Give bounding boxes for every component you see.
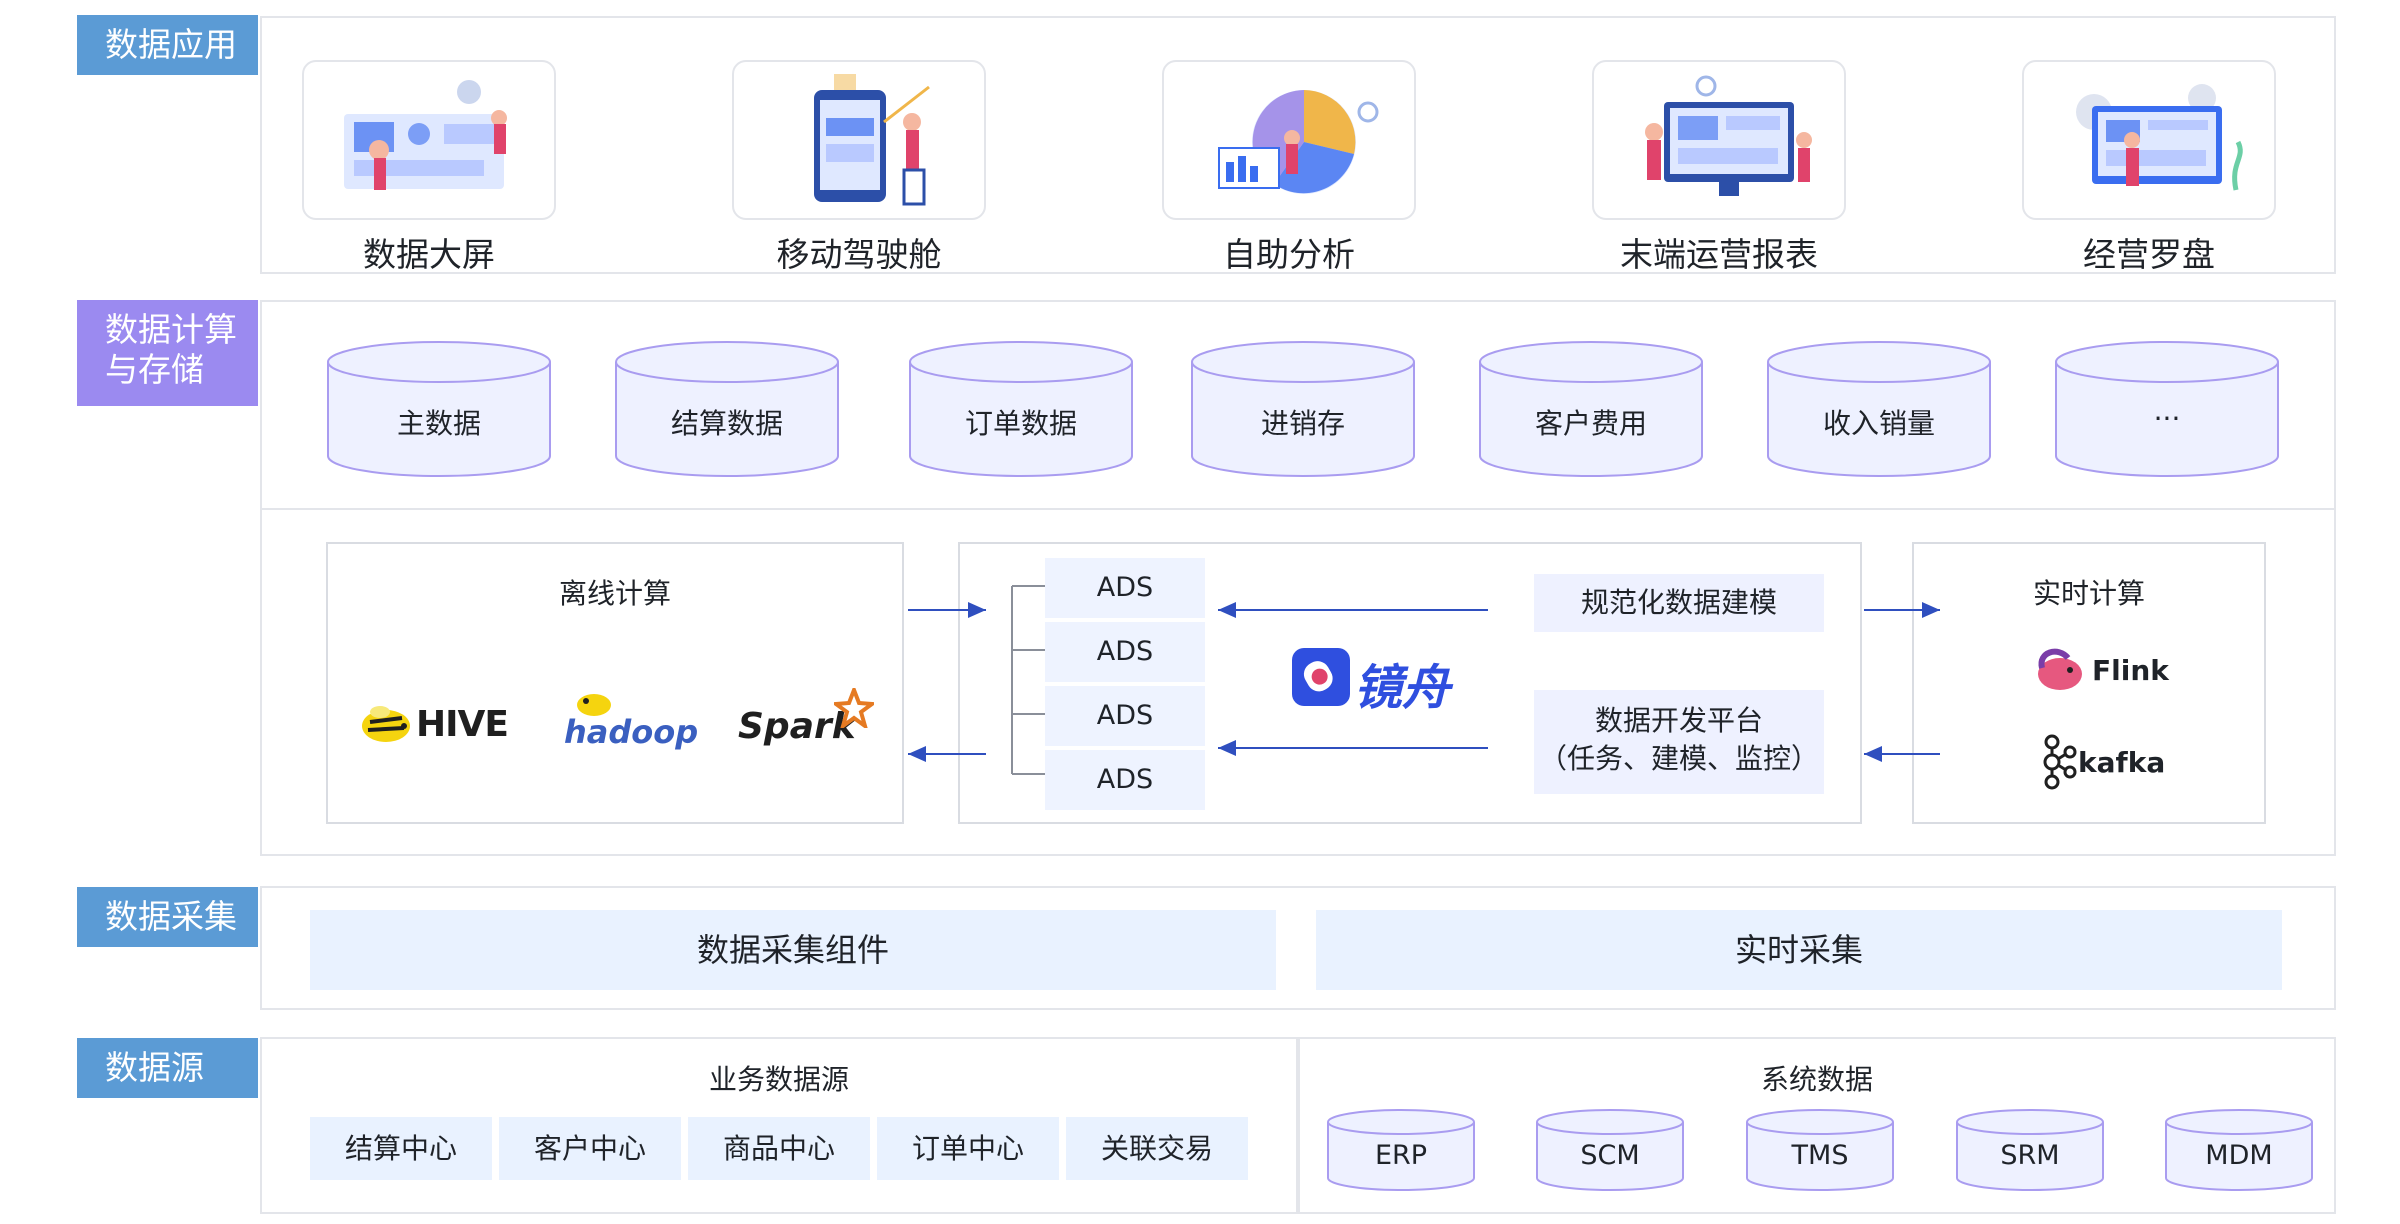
system-data-title: 系统数据 [1760,1063,1873,1096]
system-erp-label: ERP [1374,1139,1428,1171]
storage-more: ··· [2054,340,2280,478]
source-settlement-center: 结算中心 [310,1117,492,1180]
system-scm: SCM [1535,1108,1685,1192]
cylinder-shape [2055,341,2279,477]
business-source-title: 业务数据源 [708,1063,849,1096]
system-erp: ERP [1326,1108,1476,1192]
app-card-self-analysis[interactable] [1162,60,1416,220]
app-label-business-compass: 经营罗盘 [2083,235,2215,274]
layer-tag-source: 数据源 [77,1038,258,1098]
offline-compute-box: 离线计算 HIVE hadoop Spark [326,542,904,824]
flink-squirrel-icon [2038,648,2082,690]
operations-report-illustration-icon [1645,75,1812,196]
compute-divider [262,508,2334,510]
storage-revenue-sales-label: 收入销量 [1822,406,1935,440]
dev-platform-title: 数据开发平台 [1594,704,1763,737]
storage-inventory: 进销存 [1190,340,1416,478]
app-card-business-compass[interactable] [2022,60,2276,220]
collect-component-box: 数据采集组件 [310,910,1276,990]
jingzhou-logo: 镜舟 [1290,646,1450,716]
layer-tag-app: 数据应用 [77,15,258,75]
hadoop-logo-text: hadoop [564,713,699,751]
kafka-node-icon [2043,734,2077,790]
ads-box-2: ADS [1045,622,1205,682]
modeling-box: 规范化数据建模 [1534,574,1824,632]
flink-logo: Flink [2034,644,2194,700]
hadoop-logo: hadoop [564,689,698,759]
system-mdm: MDM [2164,1108,2314,1192]
kafka-logo-text: kafka [2078,746,2166,779]
app-card-dashboard[interactable] [302,60,556,220]
cylinder-shape [1536,1109,1684,1191]
storage-settlement-data: 结算数据 [614,340,840,478]
system-tms: TMS [1745,1108,1895,1192]
self-analysis-illustration-icon [1218,90,1379,194]
system-tms-label: TMS [1791,1139,1849,1171]
ads-box-1: ADS [1045,558,1205,618]
flink-logo-text: Flink [2092,654,2169,687]
mobile-cockpit-illustration-icon [814,74,930,206]
cylinder-shape [2165,1109,2313,1191]
hadoop-elephant-icon [577,694,611,716]
source-product-center: 商品中心 [688,1117,870,1180]
cylinder-shape [1746,1109,1894,1191]
spark-logo: Spark [738,688,878,758]
hive-logo: HIVE [358,696,509,756]
realtime-compute-title: 实时计算 [2032,577,2145,610]
hive-logo-text: HIVE [416,704,509,745]
spark-star-icon [834,688,874,728]
system-scm-label: SCM [1580,1139,1640,1171]
layer-tag-compute: 数据计算 与存储 [77,300,258,406]
storage-more-label: ··· [2153,401,2181,435]
system-srm-label: SRM [2000,1139,2060,1171]
storage-inventory-label: 进销存 [1260,406,1345,440]
app-label-mobile-cockpit: 移动驾驶舱 [776,235,942,274]
storage-customer-cost: 客户费用 [1478,340,1704,478]
storage-master-data: 主数据 [326,340,552,478]
cylinder-shape [615,341,839,477]
app-label-dashboard: 数据大屏 [363,235,495,274]
app-label-self-analysis: 自助分析 [1223,235,1355,274]
jingzhou-logo-icon [1292,648,1350,706]
source-customer-center: 客户中心 [499,1117,681,1180]
app-label-operations-report: 末端运营报表 [1620,235,1818,274]
cylinder-shape [1479,341,1703,477]
storage-customer-cost-label: 客户费用 [1534,406,1647,440]
ads-box-3: ADS [1045,686,1205,746]
system-srm: SRM [1955,1108,2105,1192]
cylinder-shape [1191,341,1415,477]
offline-compute-title: 离线计算 [558,577,671,610]
business-compass-illustration-icon [2076,84,2243,191]
storage-order-data-label: 订单数据 [964,406,1077,440]
cylinder-shape [1767,341,1991,477]
app-layer-panel: 数据大屏 移动驾驶舱 自助分析 [260,16,2336,274]
storage-revenue-sales: 收入销量 [1766,340,1992,478]
cylinder-shape [909,341,1133,477]
source-order-center: 订单中心 [877,1117,1059,1180]
realtime-compute-box: 实时计算 Flink kafka [1912,542,2266,824]
storage-settlement-data-label: 结算数据 [670,406,783,440]
ads-box-4: ADS [1045,750,1205,810]
source-related-transaction: 关联交易 [1066,1117,1248,1180]
dev-platform-box: 数据开发平台 （任务、建模、监控） [1534,690,1824,794]
cylinder-shape [327,341,551,477]
app-card-mobile-cockpit[interactable] [732,60,986,220]
kafka-logo: kafka [2034,734,2194,794]
storage-order-data: 订单数据 [908,340,1134,478]
spark-logo-text: Spark [738,706,856,747]
cylinder-shape [1327,1109,1475,1191]
layer-tag-collect: 数据采集 [77,887,258,947]
ads-tree-lines [1011,585,1046,775]
hive-bee-icon [362,706,410,742]
system-mdm-label: MDM [2205,1139,2273,1171]
jingzhou-logo-text: 镜舟 [1354,660,1451,716]
dashboard-illustration-icon [344,80,507,190]
app-card-operations-report[interactable] [1592,60,1846,220]
realtime-collect-box: 实时采集 [1316,910,2282,990]
storage-master-data-label: 主数据 [396,406,481,440]
cylinder-shape [1956,1109,2104,1191]
dev-platform-subtitle: （任务、建模、监控） [1538,742,1819,775]
